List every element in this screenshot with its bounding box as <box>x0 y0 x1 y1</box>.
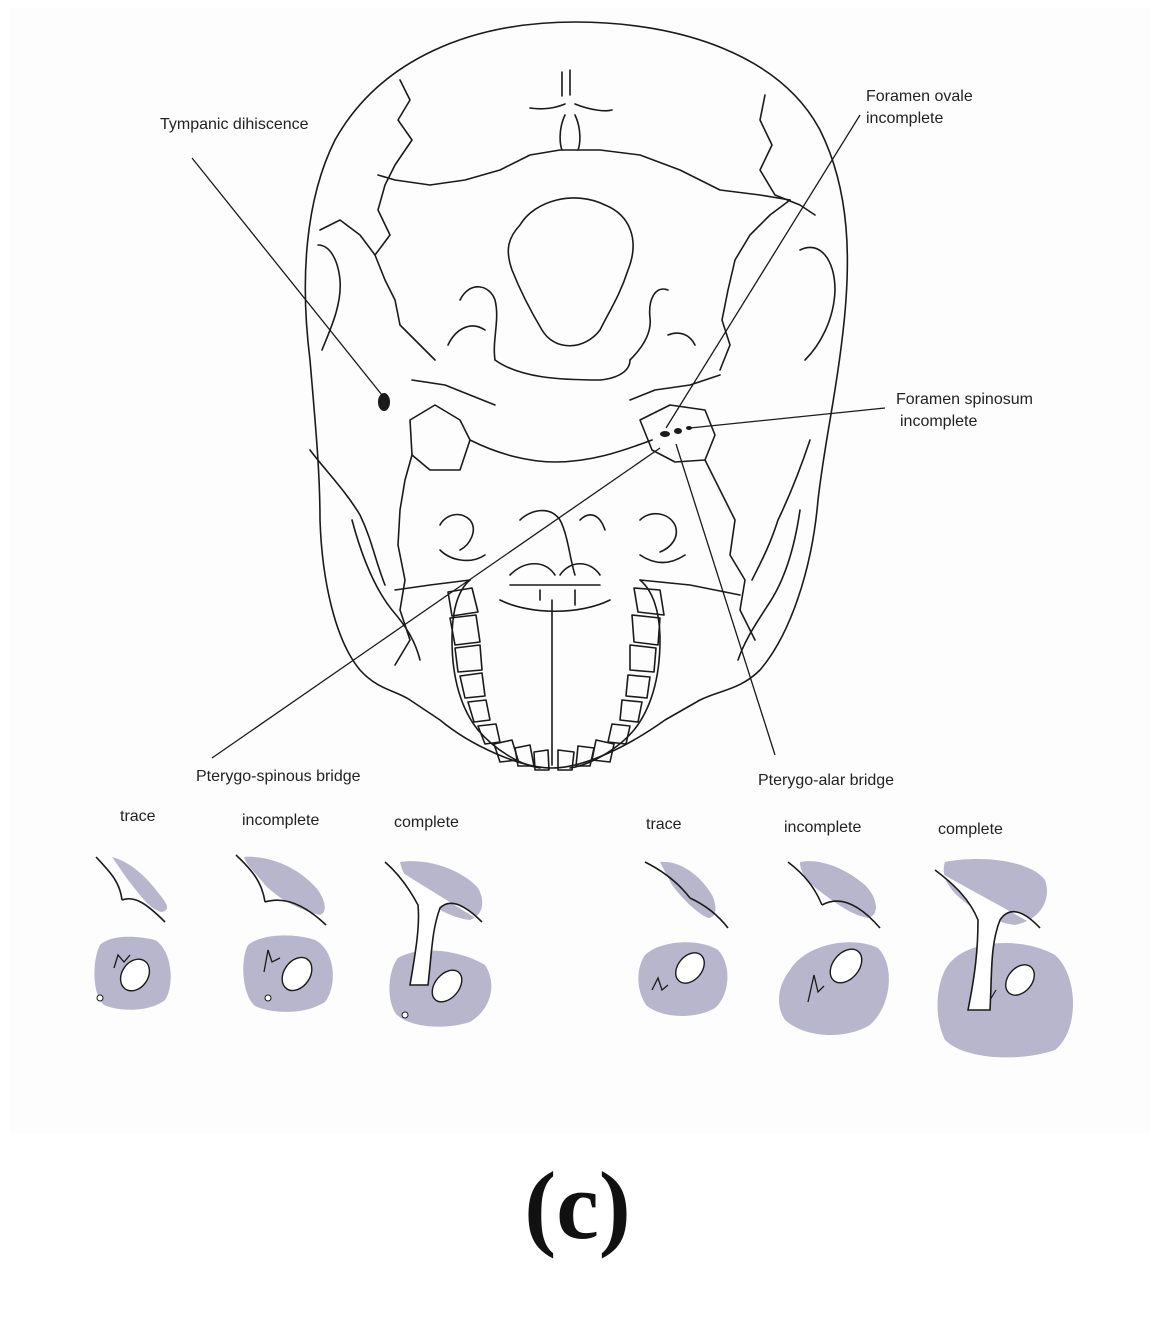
stage-label-left-complete: complete <box>394 812 459 834</box>
stage-right-trace <box>638 862 728 1016</box>
stage-left-complete <box>385 861 491 1027</box>
stage-label-right-complete: complete <box>938 819 1003 841</box>
tympanic-marker <box>378 393 390 411</box>
coronal-suture <box>375 80 412 255</box>
stage-right-incomplete <box>779 861 889 1035</box>
left-mastoid <box>318 245 340 350</box>
leader-tympanic <box>192 158 382 395</box>
label-tympanic-dihiscence: Tympanic dihiscence <box>160 114 309 136</box>
lower-basal-line <box>395 580 740 595</box>
choanae <box>510 564 600 605</box>
stage-label-right-incomplete: incomplete <box>784 817 861 839</box>
label-foramen-ovale-line2: incomplete <box>866 108 943 130</box>
foramen-magnum <box>508 198 633 346</box>
vomer <box>520 511 605 575</box>
basal-right <box>630 289 695 360</box>
left-zygomatic <box>310 450 385 585</box>
stage-left-trace <box>94 857 170 1010</box>
ovale-marker <box>660 431 670 437</box>
basal-left <box>448 287 497 360</box>
leader-spinosum <box>690 408 885 428</box>
basion-ridge <box>495 360 630 380</box>
palatine-suture <box>500 600 610 611</box>
leader-pterygo-alar <box>676 444 775 755</box>
stage-left-incomplete <box>236 855 333 1012</box>
mid-ridge-right <box>630 375 720 400</box>
sphenoid-line <box>470 440 652 462</box>
mid-ridge-left <box>412 380 495 405</box>
stage-label-left-incomplete: incomplete <box>242 810 319 832</box>
right-pterygoid <box>640 514 685 563</box>
right-mastoid <box>800 247 835 360</box>
stage-right-complete <box>935 859 1073 1057</box>
label-foramen-spinosum-line1: Foramen spinosum <box>896 389 1033 411</box>
stage-label-right-trace: trace <box>646 814 682 836</box>
parietal-suture <box>378 150 790 200</box>
label-pterygo-alar-bridge: Pterygo-alar bridge <box>758 770 894 792</box>
cruciform-mark <box>530 70 612 150</box>
right-ramus <box>738 510 800 660</box>
label-foramen-spinosum-line2: incomplete <box>900 411 977 433</box>
stage-label-left-trace: trace <box>120 806 156 828</box>
label-pterygo-spinous-bridge: Pterygo-spinous bridge <box>196 766 361 788</box>
label-foramen-ovale-line1: Foramen ovale <box>866 86 973 108</box>
spinosum-marker <box>674 428 682 434</box>
right-zygomatic <box>752 440 810 580</box>
panel-label: (c) <box>0 1150 1155 1261</box>
leader-pterygo-spinous <box>212 448 660 758</box>
left-petrous <box>410 405 470 470</box>
left-pterygoid <box>440 515 485 561</box>
